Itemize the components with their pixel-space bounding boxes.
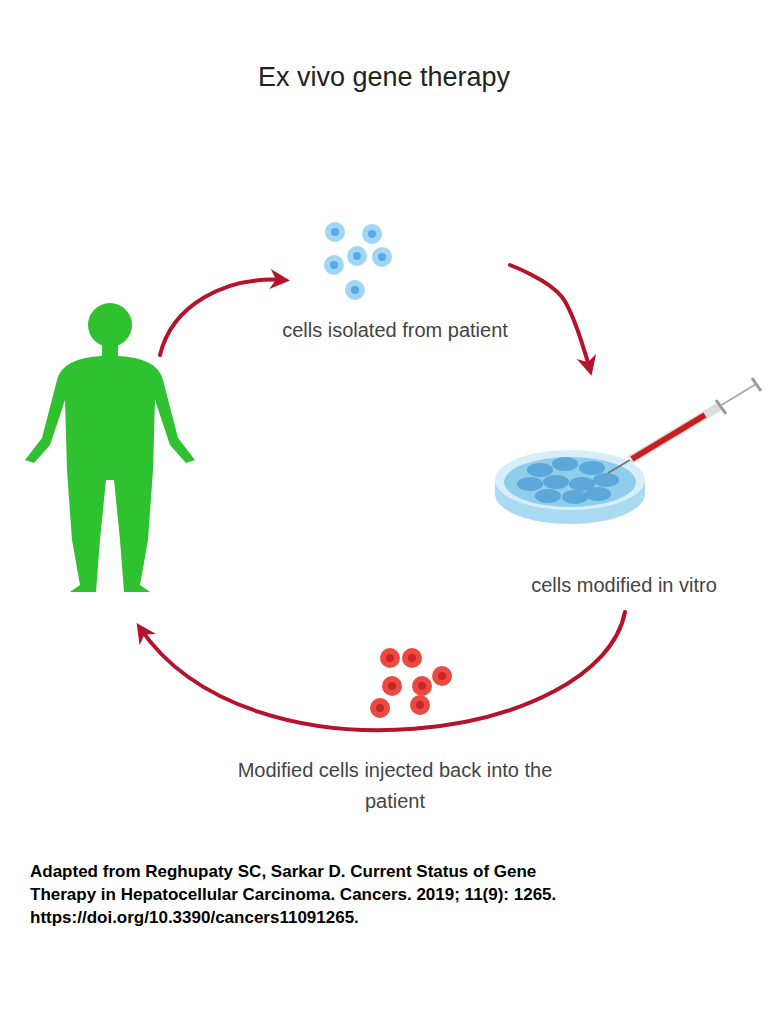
cell-cluster	[324, 222, 392, 300]
step-label: cells isolated from patient	[280, 315, 510, 346]
cell-body	[347, 246, 367, 266]
cell-step: cells isolated from patient	[280, 215, 510, 346]
cell	[382, 676, 402, 696]
cell-body	[380, 648, 400, 668]
cell-body	[370, 698, 390, 718]
cell-body	[362, 224, 382, 244]
plunger-cap	[752, 378, 761, 391]
cultured-cell	[517, 477, 543, 491]
cultured-cell	[579, 461, 605, 475]
cell	[370, 698, 390, 718]
cell-body	[372, 247, 392, 267]
cell	[372, 247, 392, 267]
syringe-needle	[608, 460, 630, 473]
figure-body	[25, 345, 195, 592]
cell-body	[325, 222, 345, 242]
figure-head	[88, 303, 132, 347]
cultured-cell	[593, 473, 619, 487]
diagram-title: Ex vivo gene therapy	[0, 62, 768, 93]
cell-cluster	[370, 648, 452, 718]
cell-body	[432, 666, 452, 686]
syringe-plunger	[720, 384, 756, 406]
cycle-arrow	[160, 280, 284, 355]
cell-nucleus	[416, 701, 424, 709]
cell	[410, 695, 430, 715]
syringe-barrel	[630, 406, 720, 460]
cell-body	[412, 676, 432, 696]
cell-nucleus	[331, 228, 339, 236]
cell-nucleus	[438, 672, 446, 680]
cell-nucleus	[353, 252, 361, 260]
cell	[324, 255, 344, 275]
dish-rim	[495, 450, 645, 510]
cell-nucleus	[386, 654, 394, 662]
cell-nucleus	[378, 253, 386, 261]
cell	[362, 224, 382, 244]
step-illustration	[280, 215, 510, 315]
cell	[347, 246, 367, 266]
cultured-cell	[527, 463, 553, 477]
cell-nucleus	[388, 682, 396, 690]
step-illustration	[480, 370, 768, 570]
syringe	[608, 378, 761, 473]
cultured-cell	[585, 487, 611, 501]
cell-nucleus	[408, 654, 416, 662]
cell	[412, 676, 432, 696]
cultured-cell	[552, 457, 578, 471]
process-arrow	[510, 265, 590, 370]
cell-nucleus	[351, 286, 359, 294]
cell-body	[382, 676, 402, 696]
cell-nucleus	[368, 230, 376, 238]
cell	[345, 280, 365, 300]
cell-nucleus	[418, 682, 426, 690]
cultured-cell	[535, 489, 561, 503]
cell-body	[324, 255, 344, 275]
cultured-cell	[543, 475, 569, 489]
petri-dish	[495, 450, 645, 524]
cell-nucleus	[330, 261, 338, 269]
culture-step: cells modified in vitro	[480, 370, 768, 601]
cell-body	[345, 280, 365, 300]
dish-medium	[504, 457, 636, 507]
cell-body	[410, 695, 430, 715]
cell-nucleus	[376, 704, 384, 712]
cell	[432, 666, 452, 686]
cell	[380, 648, 400, 668]
cycle-arrow	[140, 612, 625, 730]
cell-body	[402, 648, 422, 668]
source-caption: Adapted from Reghupaty SC, Sarkar D. Cur…	[30, 860, 590, 929]
step-label: Modified cells injected back into the pa…	[230, 755, 560, 817]
cell	[325, 222, 345, 242]
step-label: cells modified in vitro	[480, 570, 768, 601]
syringe-fluid	[632, 415, 705, 459]
cell	[402, 648, 422, 668]
cultured-cell	[562, 490, 588, 504]
patient-figure	[25, 303, 195, 592]
step-illustration	[230, 640, 560, 755]
cell-step: Modified cells injected back into the pa…	[230, 640, 560, 817]
